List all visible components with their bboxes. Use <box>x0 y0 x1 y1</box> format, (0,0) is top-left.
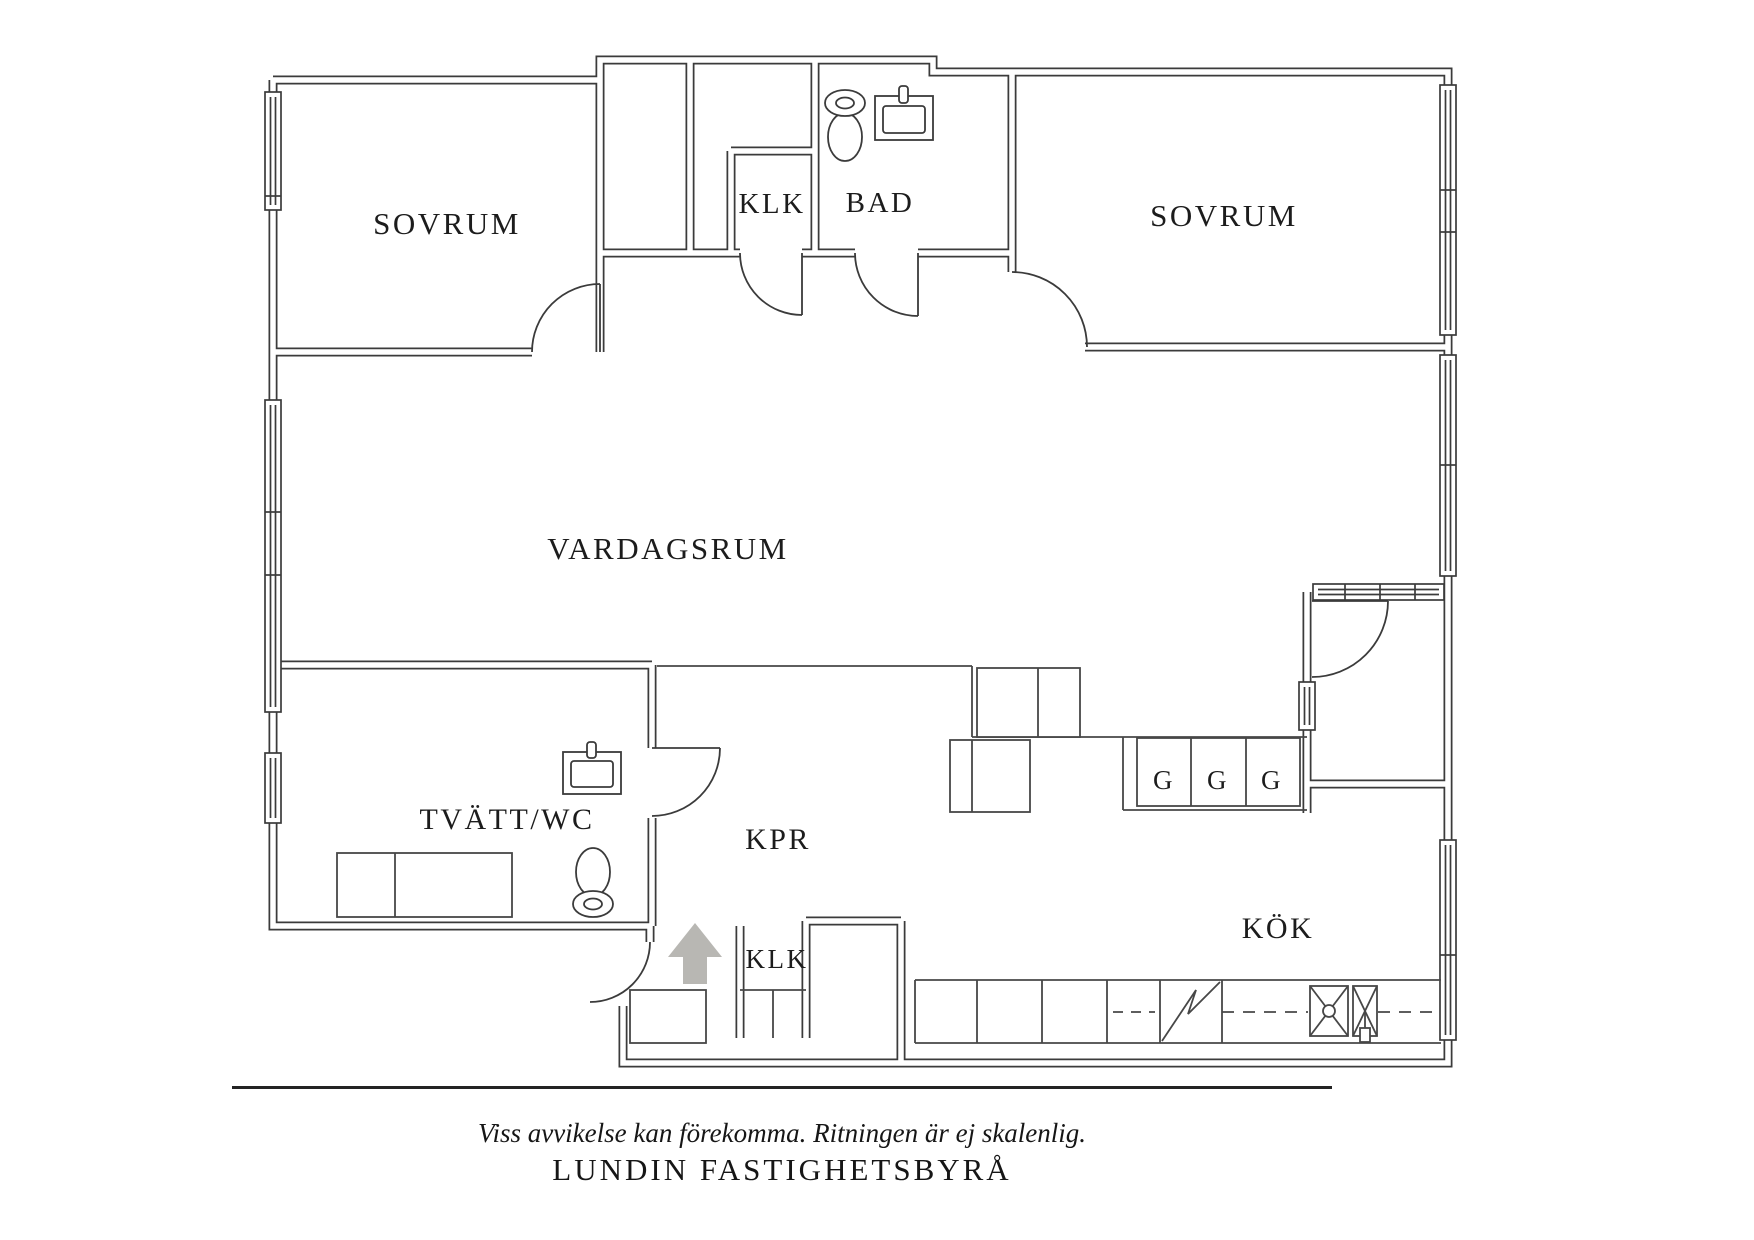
window-kitchen-right-icon <box>1439 839 1457 1041</box>
stove-icon <box>1161 981 1221 1042</box>
window-bedroom-right-icon <box>1439 84 1457 336</box>
doors <box>531 252 1389 1003</box>
tvatt-toilet-icon <box>572 847 614 918</box>
footer-company-name: LUNDIN FASTIGHETSBYRÅ <box>552 1152 1012 1187</box>
footer-disclaimer: Viss avvikelse kan förekomma. Ritningen … <box>477 1118 1087 1148</box>
room-label-klk-top: KLK <box>738 188 805 220</box>
door-bedroom-left-icon <box>531 283 601 353</box>
door-klk-top-icon <box>739 252 803 316</box>
window-livingroom-left-icon <box>264 399 282 713</box>
room-label-kok: KÖK <box>1242 912 1315 945</box>
room-label-sovrum-left: SOVRUM <box>373 206 521 241</box>
window-livingroom-right-icon <box>1439 354 1457 577</box>
cabinetry <box>336 665 1441 1044</box>
hall-cabinet <box>976 667 1081 738</box>
door-entry-icon <box>589 941 651 1003</box>
tvatt-counter <box>336 852 513 918</box>
closet-label-g3: G <box>1261 765 1283 795</box>
bad-toilet-icon <box>824 89 866 162</box>
hall-cabinet-low <box>949 739 1031 813</box>
footer-divider <box>232 1086 1332 1089</box>
room-label-sovrum-right: SOVRUM <box>1150 198 1298 233</box>
garderob-closet-row <box>1136 737 1301 807</box>
window-bedroom-left-icon <box>264 91 282 211</box>
windows <box>264 84 1457 1041</box>
entry-arrow-icon <box>668 923 722 984</box>
window-tvatt-left-icon <box>264 752 282 824</box>
door-tvatt-icon <box>651 747 721 817</box>
room-labels: SOVRUM KLK BAD SOVRUM VARDAGSRUM TVÄTT/W… <box>373 187 1315 974</box>
fixtures <box>562 85 934 984</box>
tvatt-sink-icon <box>562 741 622 795</box>
door-balcony-room-icon <box>1311 600 1389 678</box>
kitchen-counter <box>914 979 1441 1044</box>
room-label-kpr: KPR <box>745 823 811 856</box>
door-bad-icon <box>854 252 919 317</box>
window-balcony-room-left-icon <box>1298 681 1316 731</box>
window-balcony-room-top-icon <box>1312 583 1445 601</box>
closet-label-g2: G <box>1207 765 1229 795</box>
bad-sink-icon <box>874 85 934 141</box>
hall-tall-cabinet <box>629 989 707 1044</box>
room-label-bad: BAD <box>846 187 915 219</box>
room-label-tvatt-wc: TVÄTT/WC <box>420 803 595 836</box>
room-label-vardagsrum: VARDAGSRUM <box>547 531 789 566</box>
door-bedroom-right-icon <box>1011 271 1088 348</box>
closet-label-g1: G <box>1153 765 1175 795</box>
kitchen-sink-icon <box>1309 985 1378 1043</box>
room-label-klk-bottom: KLK <box>746 944 809 974</box>
